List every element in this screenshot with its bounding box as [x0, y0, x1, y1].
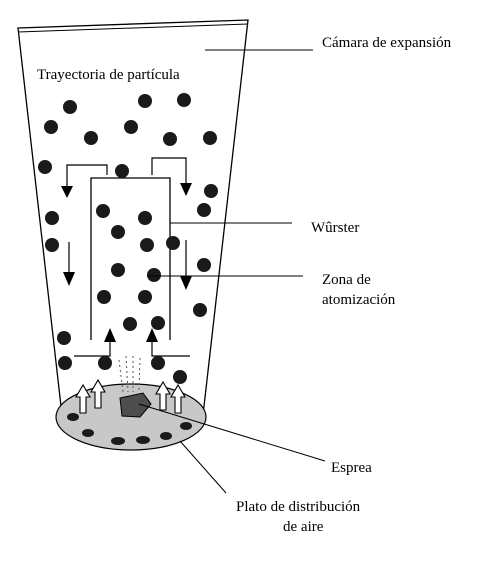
label-trayectoria-particula: Trayectoria de partícula: [37, 67, 180, 83]
particles: [38, 93, 218, 384]
particle: [96, 204, 110, 218]
particle: [163, 132, 177, 146]
particle: [123, 317, 137, 331]
hollow-up-arrow-icon: [75, 383, 91, 414]
spray-droplets: [118, 355, 141, 393]
trajectory-arrowheads: [61, 183, 192, 342]
particle: [204, 184, 218, 198]
wurster-column: [90, 177, 171, 340]
hollow-up-arrow-icon: [155, 380, 171, 411]
spray-line: [118, 359, 124, 393]
particle: [57, 331, 71, 345]
particle: [197, 203, 211, 217]
particle: [63, 100, 77, 114]
plate-hole: [180, 422, 192, 430]
particle: [38, 160, 52, 174]
nozzle: [119, 392, 152, 418]
arrowhead-up-icon: [104, 328, 116, 342]
trajectory-up-left: [74, 340, 111, 357]
trajectory-up-right: [151, 340, 190, 357]
plate-hole: [67, 413, 79, 421]
arrowhead-down-icon: [180, 276, 192, 290]
arrowhead-down-icon: [63, 272, 75, 286]
particle: [111, 263, 125, 277]
particle: [45, 211, 59, 225]
label-zona-atomizacion-line2: atomización: [322, 292, 396, 308]
arrowhead-down-icon: [61, 186, 73, 198]
hollow-up-arrow-icon: [170, 383, 186, 414]
plate-holes: [67, 413, 192, 445]
spray-line: [138, 357, 141, 393]
particle: [84, 131, 98, 145]
leader-lines: [138, 49, 326, 494]
label-plato-distribucion-line1: Plato de distribución: [236, 499, 361, 515]
particle: [151, 356, 165, 370]
particle: [147, 268, 161, 282]
trajectory-down-left: [66, 164, 108, 188]
label-wurster: Wûrster: [311, 220, 360, 236]
particle: [138, 211, 152, 225]
particle: [97, 290, 111, 304]
plate-hole: [136, 436, 150, 444]
plate-hole: [111, 437, 125, 445]
particle: [151, 316, 165, 330]
particle: [58, 356, 72, 370]
leader-esprea: [138, 403, 326, 462]
chamber-top-rim: [17, 23, 249, 33]
plate-hole: [82, 429, 94, 437]
spray-line: [125, 355, 129, 393]
trajectory-down-right: [151, 157, 187, 185]
particle: [193, 303, 207, 317]
particle: [138, 290, 152, 304]
particle: [124, 120, 138, 134]
particle: [173, 370, 187, 384]
arrowhead-down-icon: [180, 183, 192, 196]
label-zona-atomizacion-line1: Zona de: [322, 272, 371, 288]
particle: [138, 94, 152, 108]
particle: [140, 238, 154, 252]
particle: [115, 164, 129, 178]
label-plato-distribucion-line2: de aire: [283, 519, 324, 535]
label-camara-expansion: Cámara de expansión: [322, 35, 452, 51]
particle: [197, 258, 211, 272]
leader-plato: [179, 440, 227, 494]
particle: [98, 356, 112, 370]
label-esprea: Esprea: [331, 460, 372, 476]
particle: [111, 225, 125, 239]
plate-hole: [160, 432, 172, 440]
hollow-up-arrow-icon: [90, 378, 106, 409]
particle: [166, 236, 180, 250]
particle: [45, 238, 59, 252]
particle: [203, 131, 217, 145]
particle: [44, 120, 58, 134]
particle: [177, 93, 191, 107]
arrowhead-up-icon: [146, 328, 158, 342]
air-inlet-arrows: [75, 378, 186, 414]
particle-trajectory: [66, 157, 190, 357]
